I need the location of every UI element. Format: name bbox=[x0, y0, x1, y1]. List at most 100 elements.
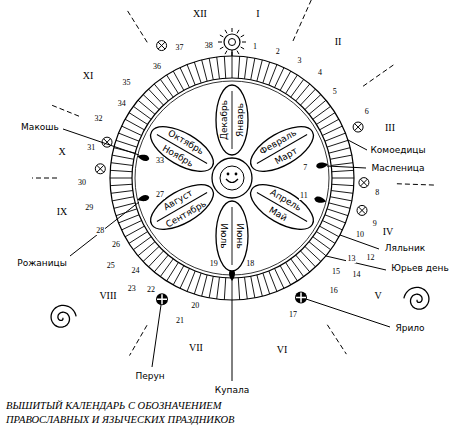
cross-circle-x bbox=[360, 179, 367, 186]
leader-line bbox=[70, 202, 139, 256]
top-lamp bbox=[218, 28, 246, 56]
month-numeral: III bbox=[384, 123, 396, 133]
ring-stitch bbox=[122, 126, 142, 135]
ring-stitch bbox=[296, 255, 310, 272]
ring-stitch bbox=[110, 170, 132, 171]
callout-number: 32 bbox=[94, 115, 104, 123]
cross-circle-ring bbox=[353, 122, 363, 132]
ring-stitch bbox=[202, 60, 207, 81]
callout-number: 19 bbox=[209, 260, 219, 268]
ring-stitch bbox=[232, 56, 233, 78]
ring-stitch bbox=[269, 65, 277, 85]
month-numeral: XII bbox=[192, 9, 208, 19]
lamp-ray bbox=[237, 51, 239, 54]
leader-line bbox=[327, 166, 366, 168]
ring-circle bbox=[135, 81, 329, 275]
ring-stitch bbox=[138, 242, 155, 256]
petal-shape bbox=[143, 176, 220, 239]
holiday-label: Масленица bbox=[371, 164, 426, 173]
callout-number: 28 bbox=[95, 227, 105, 235]
callout-number: 27 bbox=[155, 191, 165, 199]
ring-stitch bbox=[332, 184, 354, 185]
ring-stitch bbox=[202, 275, 207, 296]
cross-circle-x bbox=[97, 165, 104, 172]
ring-stitch bbox=[224, 278, 225, 300]
ring-stitch bbox=[251, 276, 255, 298]
lamp-ray bbox=[232, 28, 233, 32]
sun-cross bbox=[157, 294, 167, 304]
callout-number: 12 bbox=[366, 254, 376, 262]
figure-caption: ВЫШИТЫЙ КАЛЕНДАРЬ С ОБОЗНАЧЕНИЕМ ПРАВОСЛ… bbox=[6, 399, 271, 427]
leader-line bbox=[348, 140, 367, 150]
ring-stitch bbox=[217, 57, 220, 79]
cross-circle-x bbox=[158, 42, 165, 49]
cross-circle-ring bbox=[357, 205, 367, 215]
callout-number: 8 bbox=[374, 189, 380, 197]
sun-cross bbox=[296, 293, 306, 303]
lamp-ray bbox=[220, 47, 223, 49]
ring-stitch bbox=[322, 126, 342, 135]
callout-number: 33 bbox=[155, 157, 165, 165]
holiday-label: Рожаницы bbox=[16, 259, 68, 268]
ring-stitch bbox=[209, 58, 213, 80]
callout-number: 13 bbox=[346, 255, 356, 263]
ring-stitch bbox=[330, 155, 352, 159]
ring-stitch bbox=[275, 268, 284, 288]
cross-circle-x bbox=[355, 124, 362, 131]
callout-number: 34 bbox=[117, 100, 127, 108]
disc-inner bbox=[220, 166, 244, 190]
month-numeral: II bbox=[334, 37, 343, 47]
callout-number: 4 bbox=[317, 69, 323, 77]
ring-stitch bbox=[238, 56, 239, 78]
holiday-drop bbox=[314, 196, 327, 205]
petal-shape bbox=[216, 201, 248, 271]
divider-line bbox=[126, 8, 147, 42]
callout-number: 5 bbox=[332, 88, 338, 96]
callout-number: 35 bbox=[121, 79, 131, 87]
ring-stitch bbox=[143, 94, 159, 109]
holiday-label: Юрьев день bbox=[390, 264, 449, 273]
month-petal: ОктябрьНоябрь bbox=[142, 116, 221, 181]
ring-stitch bbox=[154, 84, 168, 101]
ring-stitch bbox=[245, 277, 248, 299]
month-numeral: XI bbox=[82, 71, 95, 81]
lamp-ray bbox=[232, 52, 233, 56]
ring-stitch bbox=[332, 178, 354, 179]
month-petal: ИюньИюль bbox=[215, 200, 249, 272]
callout-number: 25 bbox=[106, 262, 116, 270]
ring-stitch bbox=[305, 94, 321, 109]
ring-stitch bbox=[309, 100, 326, 114]
callout-number: 16 bbox=[329, 287, 339, 295]
lamp-ray bbox=[218, 42, 222, 43]
ring-stitch bbox=[111, 191, 133, 194]
ring-stitch bbox=[269, 271, 277, 291]
callout-number: 11 bbox=[299, 192, 309, 200]
callout-number: 21 bbox=[175, 317, 185, 325]
ring-stitch bbox=[238, 278, 239, 300]
ring-stitch bbox=[320, 119, 339, 130]
ring-stitch bbox=[325, 133, 345, 141]
ring-stitch bbox=[187, 65, 195, 85]
month-numeral: IX bbox=[56, 207, 69, 217]
lamp-ray bbox=[225, 30, 227, 33]
ring-stitch bbox=[232, 278, 233, 300]
callout-number: 22 bbox=[146, 286, 156, 294]
callout-number: 9 bbox=[372, 220, 378, 228]
sun-mark bbox=[156, 293, 168, 305]
spiral-ornament bbox=[51, 305, 76, 327]
ring-stitch bbox=[187, 271, 195, 291]
ring-stitch bbox=[329, 148, 350, 153]
callout-number: 36 bbox=[152, 63, 162, 71]
ring-stitch bbox=[138, 100, 155, 114]
petal-outline bbox=[142, 116, 221, 181]
lamp-ray bbox=[237, 30, 239, 33]
ring-stitch bbox=[313, 237, 331, 250]
ring-stitch bbox=[305, 246, 321, 261]
cross-circle bbox=[157, 41, 167, 51]
ring-stitch bbox=[291, 79, 304, 97]
cross-circle bbox=[353, 122, 363, 132]
ring-stitch bbox=[327, 140, 348, 147]
petal-shape bbox=[216, 85, 248, 155]
callout-number: 37 bbox=[175, 44, 185, 52]
